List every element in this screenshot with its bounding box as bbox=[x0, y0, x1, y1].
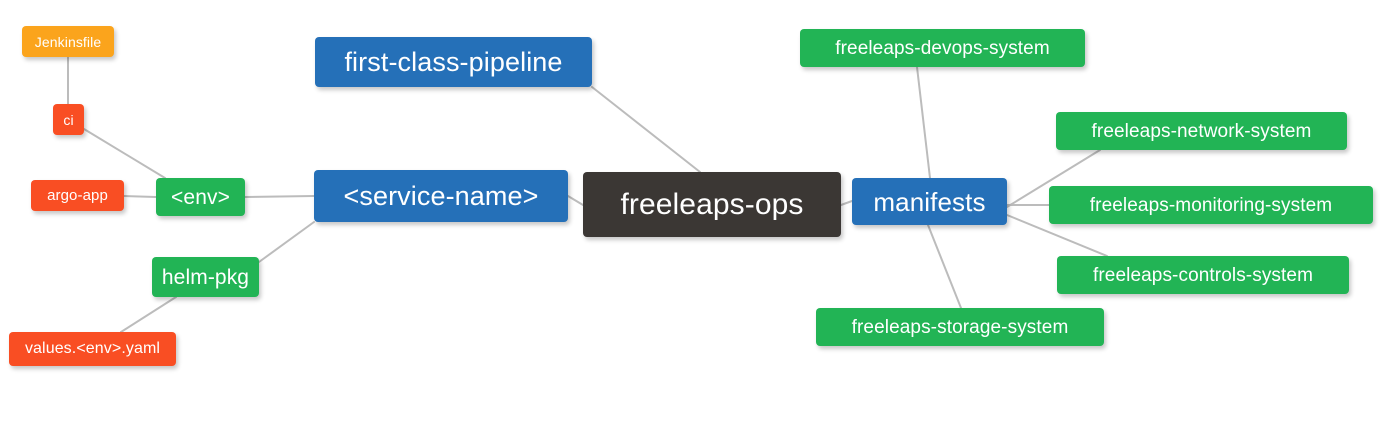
node-freeleaps-network-system[interactable]: freeleaps-network-system bbox=[1056, 112, 1347, 150]
node-freeleaps-storage-system[interactable]: freeleaps-storage-system bbox=[816, 308, 1104, 346]
node-freeleaps-controls-system[interactable]: freeleaps-controls-system bbox=[1057, 256, 1349, 294]
node-freeleaps-monitoring-system[interactable]: freeleaps-monitoring-system bbox=[1049, 186, 1373, 224]
node-manifests[interactable]: manifests bbox=[852, 178, 1007, 225]
node-env[interactable]: <env> bbox=[156, 178, 245, 216]
edge-manifests-to-freeleaps-storage-system bbox=[927, 224, 962, 309]
node-freeleaps-ops[interactable]: freeleaps-ops bbox=[583, 172, 841, 237]
node-jenkinsfile[interactable]: Jenkinsfile bbox=[22, 26, 114, 57]
node-ci[interactable]: ci bbox=[53, 104, 84, 135]
node-service-name[interactable]: <service-name> bbox=[314, 170, 568, 222]
edge-manifests-to-freeleaps-devops-system bbox=[916, 66, 931, 179]
edge-freeleaps-ops-to-first-class-pipeline bbox=[591, 86, 701, 173]
edge-service-name-to-helm-pkg bbox=[258, 221, 315, 263]
node-values-env-yaml[interactable]: values.<env>.yaml bbox=[9, 332, 176, 366]
node-helm-pkg[interactable]: helm-pkg bbox=[152, 257, 259, 297]
edge-service-name-to-env bbox=[244, 195, 315, 198]
node-argo-app[interactable]: argo-app bbox=[31, 180, 124, 211]
edge-env-to-argo-app bbox=[123, 195, 157, 198]
node-first-class-pipeline[interactable]: first-class-pipeline bbox=[315, 37, 592, 87]
edge-helm-pkg-to-values-env-yaml bbox=[120, 296, 177, 333]
node-freeleaps-devops-system[interactable]: freeleaps-devops-system bbox=[800, 29, 1085, 67]
edge-freeleaps-ops-to-service-name bbox=[567, 195, 584, 206]
edge-env-to-ci bbox=[83, 128, 166, 179]
edge-freeleaps-ops-to-manifests bbox=[840, 200, 853, 206]
